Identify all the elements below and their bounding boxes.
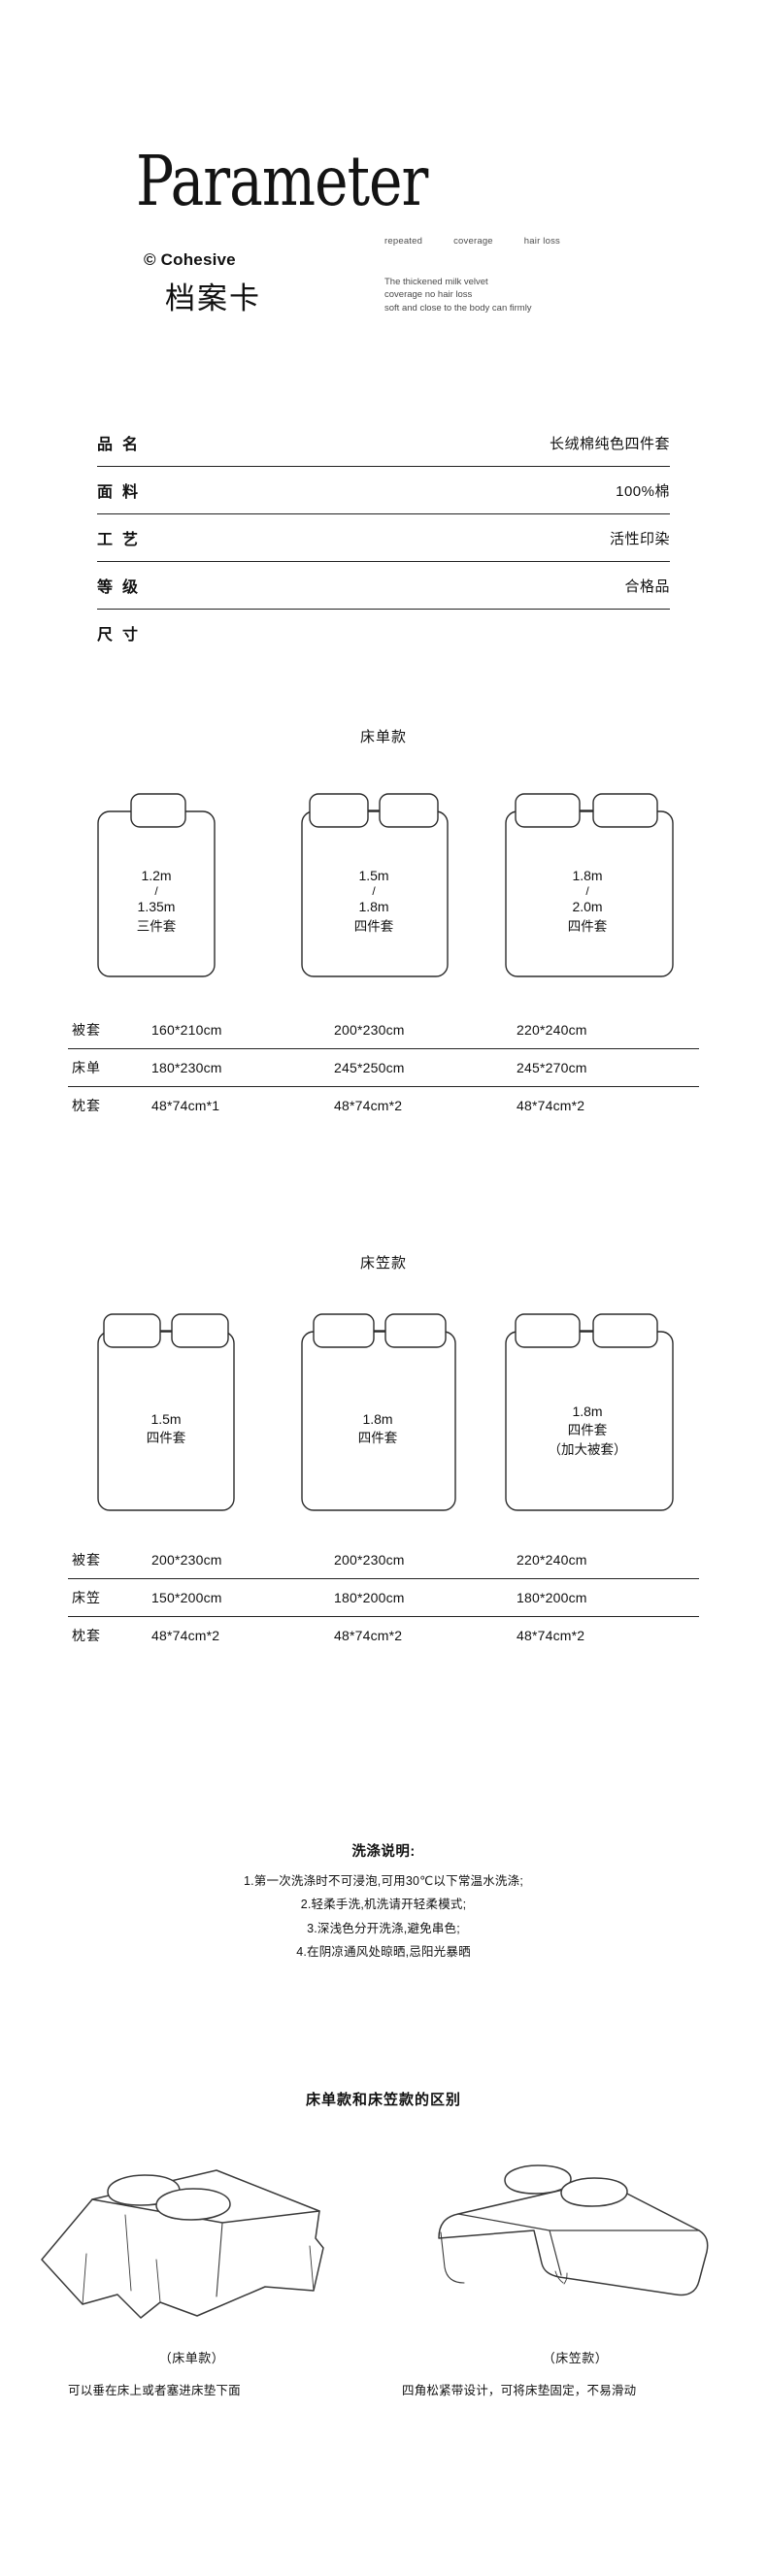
table-cell: 48*74cm*2	[151, 1628, 220, 1643]
spec-row: 品名 长绒棉纯色四件套	[97, 419, 670, 467]
table-row: 被套 200*230cm 200*230cm 220*240cm	[68, 1541, 699, 1579]
keyword-hair-loss: hair loss	[523, 236, 560, 247]
bed-double-pillow-icon	[505, 793, 674, 977]
description-line-2: coverage no hair loss	[384, 289, 473, 301]
table-cell: 48*74cm*1	[151, 1098, 220, 1113]
table-cell: 180*200cm	[517, 1590, 587, 1605]
bed-double-pillow-icon	[97, 1313, 235, 1511]
comparison-item-fitted: （床笠款）	[384, 2145, 767, 2366]
comparison-note-sheet: 可以垂在床上或者塞进床垫下面	[68, 2384, 241, 2397]
washing-instructions: 洗涤说明: 1.第一次洗涤时不可浸泡,可用30℃以下常温水洗涤; 2.轻柔手洗,…	[0, 1840, 767, 1965]
washing-line: 4.在阴凉通风处晾晒,忌阳光暴晒	[296, 1945, 471, 1960]
keyword-row: repeated coverage hair loss	[384, 236, 560, 247]
spec-key: 工艺	[97, 532, 149, 548]
row-header: 枕套	[72, 1098, 101, 1113]
table-cell: 200*230cm	[334, 1022, 405, 1038]
bed-double-pillow-icon	[301, 793, 449, 977]
bed-double-pillow-icon	[505, 1313, 674, 1511]
table-cell: 48*74cm*2	[517, 1098, 585, 1113]
keyword-coverage: coverage	[453, 236, 493, 247]
comparison-caption: （床单款）	[158, 2351, 225, 2365]
table-cell: 150*200cm	[151, 1590, 222, 1605]
table-cell: 220*240cm	[517, 1022, 587, 1038]
table-cell: 48*74cm*2	[334, 1628, 403, 1643]
spec-row: 尺寸	[97, 610, 670, 656]
table-cell: 180*230cm	[151, 1060, 222, 1075]
size-table-sheet: 被套 160*210cm 200*230cm 220*240cm 床单 180*…	[68, 1011, 699, 1124]
table-cell: 200*230cm	[151, 1552, 222, 1568]
spec-table: 品名 长绒棉纯色四件套 面料 100%棉 工艺 活性印染 等级 合格品 尺寸	[97, 419, 670, 656]
table-cell: 245*250cm	[334, 1060, 405, 1075]
brand-name-cn: 档案卡	[165, 281, 261, 315]
table-cell: 160*210cm	[151, 1022, 222, 1038]
washing-line: 1.第一次洗涤时不可浸泡,可用30℃以下常温水洗涤;	[243, 1874, 523, 1888]
spec-row: 面料 100%棉	[97, 467, 670, 514]
spec-value: 长绒棉纯色四件套	[549, 435, 670, 452]
description-line-1: The thickened milk velvet	[384, 277, 488, 287]
spec-value: 合格品	[624, 578, 670, 595]
brand-name: © Cohesive	[144, 250, 236, 269]
fitted-sheet-bed-illustration	[437, 2164, 708, 2296]
table-cell: 200*230cm	[334, 1552, 405, 1568]
table-cell: 48*74cm*2	[517, 1628, 585, 1643]
page-title: Parameter	[136, 142, 428, 222]
row-header: 被套	[72, 1552, 101, 1568]
spec-row: 工艺 活性印染	[97, 514, 670, 562]
spec-value: 100%棉	[616, 482, 670, 500]
comparison-item-sheet: （床单款）	[0, 2145, 384, 2366]
row-header: 被套	[72, 1022, 101, 1038]
spec-key: 品名	[97, 437, 149, 453]
table-cell: 245*270cm	[517, 1060, 587, 1075]
washing-line: 3.深浅色分开洗涤,避免串色;	[307, 1921, 460, 1935]
spec-key: 尺寸	[97, 627, 149, 644]
table-cell: 48*74cm*2	[334, 1098, 403, 1113]
table-row: 枕套 48*74cm*1 48*74cm*2 48*74cm*2	[68, 1087, 699, 1124]
row-header: 床单	[72, 1060, 101, 1075]
spec-value: 活性印染	[609, 530, 670, 547]
spec-key: 面料	[97, 484, 149, 501]
bed-single-pillow-icon	[97, 793, 216, 977]
size-table-fitted: 被套 200*230cm 200*230cm 220*240cm 床笠 150*…	[68, 1541, 699, 1654]
comparison-row: （床单款） （床笠款）	[0, 2145, 767, 2366]
table-cell: 220*240cm	[517, 1552, 587, 1568]
row-header: 枕套	[72, 1628, 101, 1643]
table-row: 枕套 48*74cm*2 48*74cm*2 48*74cm*2	[68, 1617, 699, 1654]
keyword-repeated: repeated	[384, 236, 423, 247]
section-title-sheet: 床单款	[359, 729, 407, 745]
table-row: 床笠 150*200cm 180*200cm 180*200cm	[68, 1579, 699, 1617]
table-cell: 180*200cm	[334, 1590, 405, 1605]
bed-double-pillow-icon	[301, 1313, 456, 1511]
section-title-fitted: 床笠款	[359, 1255, 407, 1271]
table-row: 床单 180*230cm 245*250cm 245*270cm	[68, 1049, 699, 1087]
comparison-caption: （床笠款）	[542, 2351, 609, 2365]
flat-sheet-bed-illustration	[40, 2169, 324, 2319]
row-header: 床笠	[72, 1590, 101, 1605]
spec-row: 等级 合格品	[97, 562, 670, 610]
washing-title: 洗涤说明:	[351, 1844, 416, 1860]
table-row: 被套 160*210cm 200*230cm 220*240cm	[68, 1011, 699, 1049]
description-line-3: soft and close to the body can firmly	[384, 302, 532, 314]
page-header: Parameter repeated coverage hair loss © …	[0, 0, 767, 369]
comparison-note-fitted: 四角松紧带设计，可将床垫固定，不易滑动	[402, 2384, 637, 2397]
washing-line: 2.轻柔手洗,机洗请开轻柔模式;	[300, 1898, 467, 1912]
product-description: The thickened milk velvet coverage no ha…	[384, 276, 532, 314]
spec-key: 等级	[97, 579, 149, 596]
comparison-title: 床单款和床笠款的区别	[305, 2092, 461, 2108]
